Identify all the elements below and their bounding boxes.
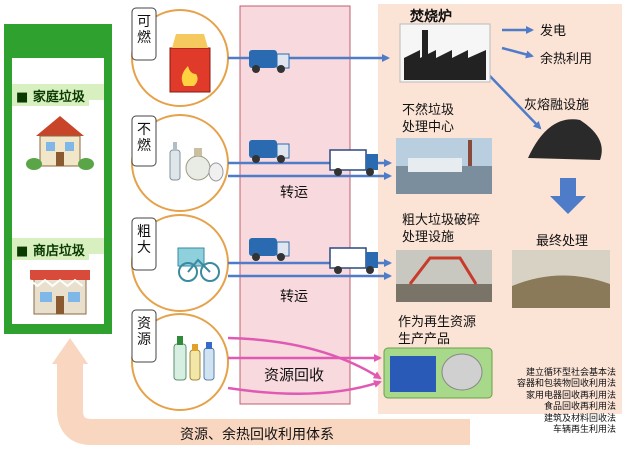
plastic-bottles-icon — [173, 336, 215, 381]
law-item: 建立循环型社会基本法 — [525, 368, 616, 378]
combustible-label: 可燃 — [137, 14, 151, 46]
garbage-truck-icon — [249, 50, 290, 73]
power-generation-label: 发电 — [540, 24, 567, 39]
bottom-banner-label: 资源、余热回收利用体系 — [180, 427, 334, 443]
shop-icon — [29, 270, 90, 315]
waste-heat-label: 余热利用 — [540, 52, 593, 67]
glass-bottles-icon — [169, 142, 224, 182]
law-item: 家用电器回收再利用法 — [525, 390, 616, 401]
resource-recovery-label: 资源回收 — [264, 366, 325, 384]
down-arrow-icon — [550, 178, 586, 214]
noncombustible-center-label: 不然垃圾处理中心 — [402, 103, 455, 135]
transfer-label-1: 转运 — [280, 185, 308, 201]
recycled-products-box — [383, 347, 493, 399]
landfill-photo — [512, 250, 610, 308]
combustible-tab — [131, 7, 157, 61]
recycling-laws-list: 建立循环型社会基本法 容器和包装物回收利用法 家用电器回收再利用法 食品回收再利… — [476, 368, 616, 436]
law-item: 容器和包装物回收利用法 — [516, 379, 616, 390]
garbage-truck-icon — [249, 140, 290, 163]
bulky-crusher-label: 粗大垃圾破碎处理设施 — [402, 213, 481, 245]
resource-tab — [131, 309, 157, 363]
final-disposal-label: 最终处理 — [536, 234, 589, 249]
recycling-loop-arrow — [52, 338, 470, 445]
shop-waste-label: ■ 商店垃圾 — [12, 239, 89, 260]
ash-melting-label: 灰熔融设施 — [524, 98, 590, 113]
crusher-facility-photo — [396, 250, 492, 302]
law-item: 建筑及材料回收法 — [543, 413, 616, 424]
resource-flow-lines — [227, 336, 382, 395]
trash-bin-icon — [169, 34, 211, 93]
noncombustible-tab — [131, 115, 157, 167]
bicycle-icon — [177, 247, 220, 282]
incinerator-label: 焚烧炉 — [410, 9, 452, 25]
resource-label: 资源 — [137, 316, 151, 348]
house-icon — [26, 116, 94, 170]
law-item: 车辆再生利用法 — [552, 425, 616, 436]
cargo-truck-icon — [329, 247, 378, 274]
cargo-truck-icon — [329, 149, 378, 176]
law-item: 食品回收再利用法 — [543, 402, 616, 413]
transfer-label-2: 转运 — [280, 289, 308, 305]
ash-pile-icon — [528, 119, 602, 160]
bulky-tab — [131, 217, 157, 271]
transfer-column — [239, 5, 351, 405]
household-waste-label: ■ 家庭垃圾 — [12, 85, 89, 106]
incinerator-icon — [399, 23, 491, 83]
garbage-truck-icon — [249, 238, 290, 261]
recycled-products-label: 作为再生资源生产产品 — [398, 315, 477, 347]
noncombustible-label: 不燃 — [137, 122, 151, 154]
bulky-label: 粗大 — [137, 224, 151, 256]
noncombustible-center-photo — [396, 138, 492, 194]
